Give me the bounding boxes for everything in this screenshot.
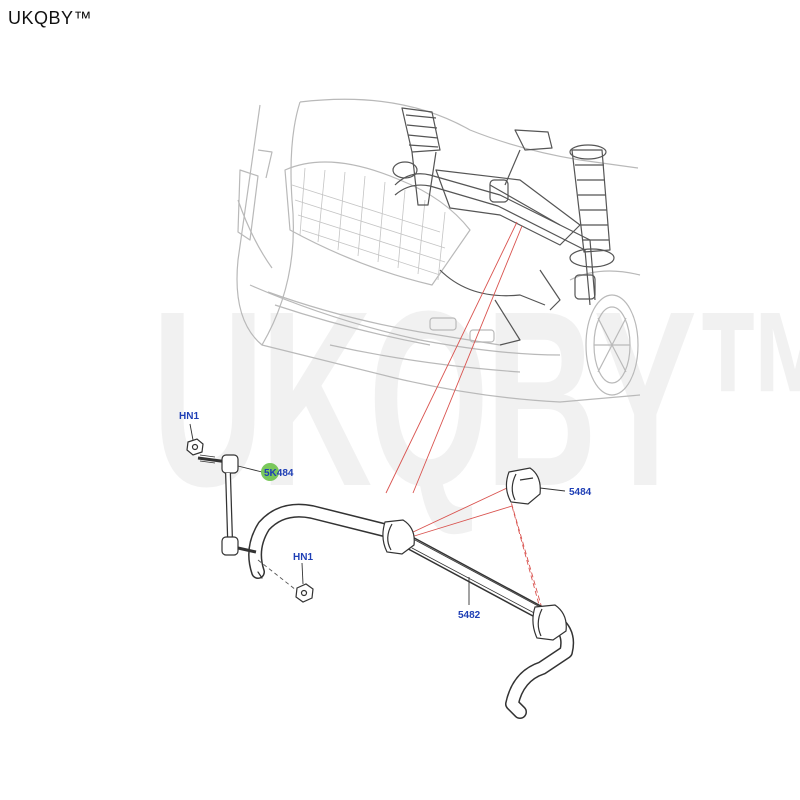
leader-lines xyxy=(385,221,544,613)
fastening-path xyxy=(257,559,297,591)
callout-5484: 5484 xyxy=(569,487,592,498)
nut-hn1-lower xyxy=(295,583,314,603)
bushing-5484 xyxy=(505,467,541,505)
callout-5k484: 5K484 xyxy=(264,468,294,479)
bar-bushing-right xyxy=(532,604,567,641)
callout-5482: 5482 xyxy=(458,610,481,621)
callout-hn1-bottom: HN1 xyxy=(293,552,313,563)
callout-leaders xyxy=(189,423,566,605)
stabilizer-link xyxy=(197,454,257,556)
bar-bushing-left xyxy=(382,519,415,555)
callout-hn1-top: HN1 xyxy=(179,411,199,422)
brand-logo: UKQBY™ xyxy=(8,8,93,28)
suspension-assembly xyxy=(392,107,615,346)
vehicle-front-illustration xyxy=(236,98,641,403)
nut-hn1-upper xyxy=(186,438,204,456)
highlight-dot xyxy=(261,463,279,481)
